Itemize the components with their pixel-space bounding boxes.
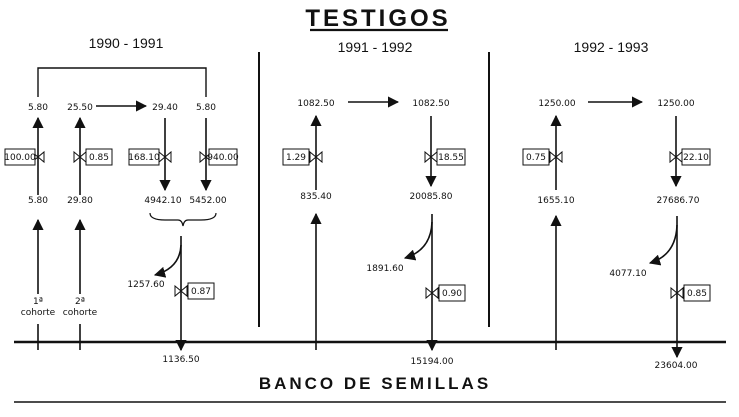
sum-brace [149,212,217,227]
cohort-1-number: 1ª [33,297,43,307]
p1-rate: 0.85 [89,153,109,163]
rate-box [187,282,215,300]
p1-top-value: 5.80 [196,103,216,113]
p2-top-value: 1082.50 [297,99,334,109]
p1-rate: 168.10 [128,153,160,163]
valve-icon [309,150,323,164]
p1-mid-value: 5.80 [28,196,48,206]
p3-bank-rate: 0.85 [687,289,707,299]
rate-box [683,284,711,302]
p1-mid-value: 4942.10 [144,196,181,206]
rate-box [681,148,711,166]
p3-top-value: 1250.00 [538,99,575,109]
rate-box [522,148,550,166]
p2-mid-value: 835.40 [300,192,332,202]
p2-bank-value: 15194.00 [411,357,454,367]
p3-bank-value: 23604.00 [655,361,698,371]
cohort-label-bg [22,294,56,324]
p3-rate: 22.10 [683,153,709,163]
loss-arrow [153,244,182,278]
p3-top-value: 1250.00 [657,99,694,109]
rate-box [128,148,160,166]
p1-top-value: 5.80 [28,103,48,113]
p2-top-value: 1082.50 [412,99,449,109]
valve-icon [174,284,188,298]
p1-rate: 940.00 [207,153,239,163]
p2-side-value: 1891.60 [366,264,403,274]
p1-top-value: 25.50 [67,103,93,113]
period-label-3: 1992 - 1993 [574,39,649,55]
p2-rate: 18.55 [438,153,464,163]
period-label-1: 1990 - 1991 [89,35,164,51]
p1-top-value: 29.40 [152,103,178,113]
rate-box [208,148,238,166]
valve-icon [670,286,684,300]
p3-mid-value: 1655.10 [537,196,574,206]
p1-side-value: 1257.60 [127,280,164,290]
p1-mid-value: 5452.00 [189,196,226,206]
cohort-label-bg [63,294,97,324]
p1-bank-value: 1136.50 [162,355,199,365]
cohort-2-label: cohorte [63,308,98,318]
period-label-2: 1991 - 1992 [338,39,413,55]
valve-icon [549,150,563,164]
cohort-connector [37,67,207,97]
rate-box [282,148,310,166]
diagram-title: TESTIGOS [305,5,450,32]
p2-mid-value: 20085.80 [410,192,453,202]
loss-arrow [648,224,678,266]
rate-box [438,284,466,302]
p1-bank-rate: 0.87 [191,287,211,297]
p3-rate: 0.75 [526,153,546,163]
p2-bank-rate: 0.90 [442,289,462,299]
p1-mid-value: 29.80 [67,196,93,206]
cohort-1-label: cohorte [21,308,56,318]
rate-box [4,148,36,166]
valve-icon [425,286,439,300]
p3-side-value: 4077.10 [609,269,646,279]
cohort-2-number: 2ª [75,297,85,307]
seed-bank-label: BANCO DE SEMILLAS [259,374,491,393]
rate-box [436,148,466,166]
p1-rate: 100.00 [4,153,36,163]
p3-mid-value: 27686.70 [657,196,700,206]
p2-rate: 1.29 [286,153,306,163]
rate-box [85,148,113,166]
loss-arrow [403,221,433,261]
